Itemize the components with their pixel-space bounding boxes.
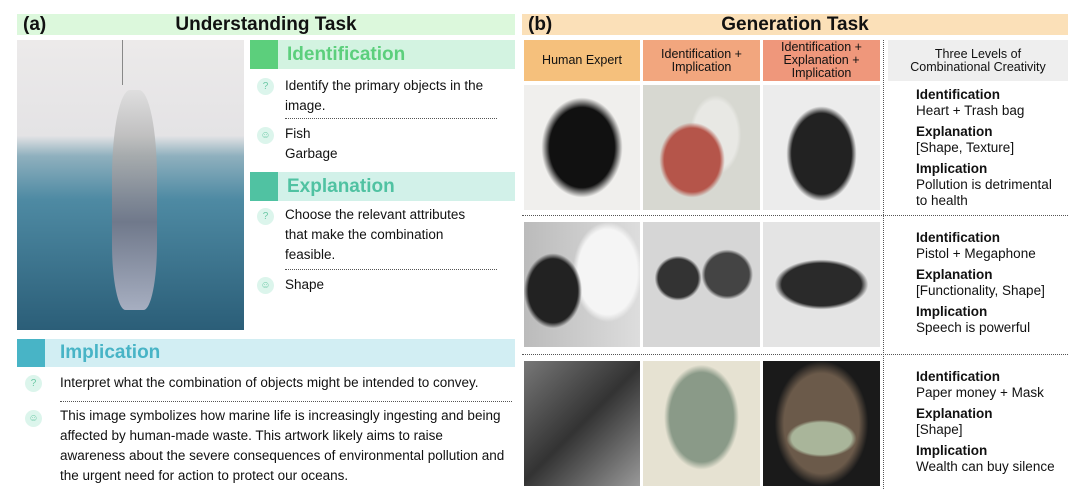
generated-heart-bag-image-1	[643, 85, 760, 210]
explanation-header: Explanation	[250, 172, 515, 201]
explanation-answer: Shape	[285, 277, 325, 292]
identification-label: Identification	[287, 43, 406, 65]
generated-pistol-megaphone-image-1	[643, 222, 760, 347]
column-header-levels: Three Levels of Combinational Creativity	[888, 40, 1068, 81]
human-expert-money-mask-image	[524, 361, 640, 486]
robot-icon: ☺	[257, 277, 274, 294]
explanation-label: Explanation	[916, 267, 993, 282]
implication-label: Implication	[916, 161, 988, 176]
column-header-id-impl: Identification + Implication	[643, 40, 760, 81]
implication-label: Implication	[916, 304, 988, 319]
implication-label: Implication	[916, 443, 988, 458]
question-icon: ?	[25, 375, 42, 392]
implication-label: Implication	[60, 342, 161, 363]
explanation-label: Explanation	[916, 124, 993, 139]
implication-value: Speech is powerful	[916, 320, 1031, 335]
identification-label: Identification	[916, 87, 1000, 102]
implication-value: Wealth can buy silence	[916, 459, 1055, 474]
identification-value: Paper money + Mask	[916, 385, 1044, 400]
divider	[60, 401, 512, 402]
identification-question: Identify the primary objects in the imag…	[285, 78, 484, 113]
panel-title: Generation Task	[721, 13, 869, 35]
column-header-id-exp-impl: Identification + Explanation + Implicati…	[763, 40, 880, 81]
implication-answer: This image symbolizes how marine life is…	[60, 408, 505, 483]
understanding-header: (a) Understanding Task	[17, 14, 515, 35]
panel-tag: (b)	[528, 13, 553, 35]
human-expert-heart-bag-image	[524, 85, 640, 210]
row-divider	[522, 354, 1068, 355]
generated-money-mask-image-2	[763, 361, 880, 486]
robot-icon: ☺	[25, 410, 42, 427]
identification-value: Pistol + Megaphone	[916, 246, 1036, 261]
fish-garbage-image	[17, 40, 244, 330]
panel-title: Understanding Task	[175, 13, 357, 35]
divider	[285, 118, 497, 119]
question-icon: ?	[257, 208, 274, 225]
explanation-label: Explanation	[916, 406, 993, 421]
divider	[285, 269, 497, 270]
identification-value: Heart + Trash bag	[916, 103, 1025, 118]
implication-header: Implication	[17, 339, 515, 367]
identification-label: Identification	[916, 369, 1000, 384]
generation-header: (b) Generation Task	[522, 14, 1068, 35]
implication-question: Interpret what the combination of object…	[60, 375, 479, 390]
identification-answer: Fish Garbage	[285, 124, 338, 164]
answer-line: Fish	[285, 126, 311, 141]
explanation-value: [Shape]	[916, 422, 963, 437]
vertical-divider	[883, 40, 884, 489]
human-expert-pistol-megaphone-image	[524, 222, 640, 347]
row-divider	[522, 215, 1068, 216]
explanation-label: Explanation	[287, 175, 395, 197]
explanation-value: [Functionality, Shape]	[916, 283, 1045, 298]
generated-pistol-megaphone-image-2	[763, 222, 880, 347]
explanation-question: Choose the relevant attributes that make…	[285, 207, 466, 262]
explanation-value: [Shape, Texture]	[916, 140, 1015, 155]
panel-tag: (a)	[23, 13, 47, 35]
answer-line: Garbage	[285, 146, 338, 161]
column-header-human-expert: Human Expert	[524, 40, 640, 81]
generated-heart-bag-image-2	[763, 85, 880, 210]
implication-value: Pollution is detrimental to health	[916, 177, 1052, 208]
robot-icon: ☺	[257, 127, 274, 144]
identification-label: Identification	[916, 230, 1000, 245]
identification-header: Identification	[250, 40, 515, 69]
generated-money-mask-image-1	[643, 361, 760, 486]
question-icon: ?	[257, 78, 274, 95]
